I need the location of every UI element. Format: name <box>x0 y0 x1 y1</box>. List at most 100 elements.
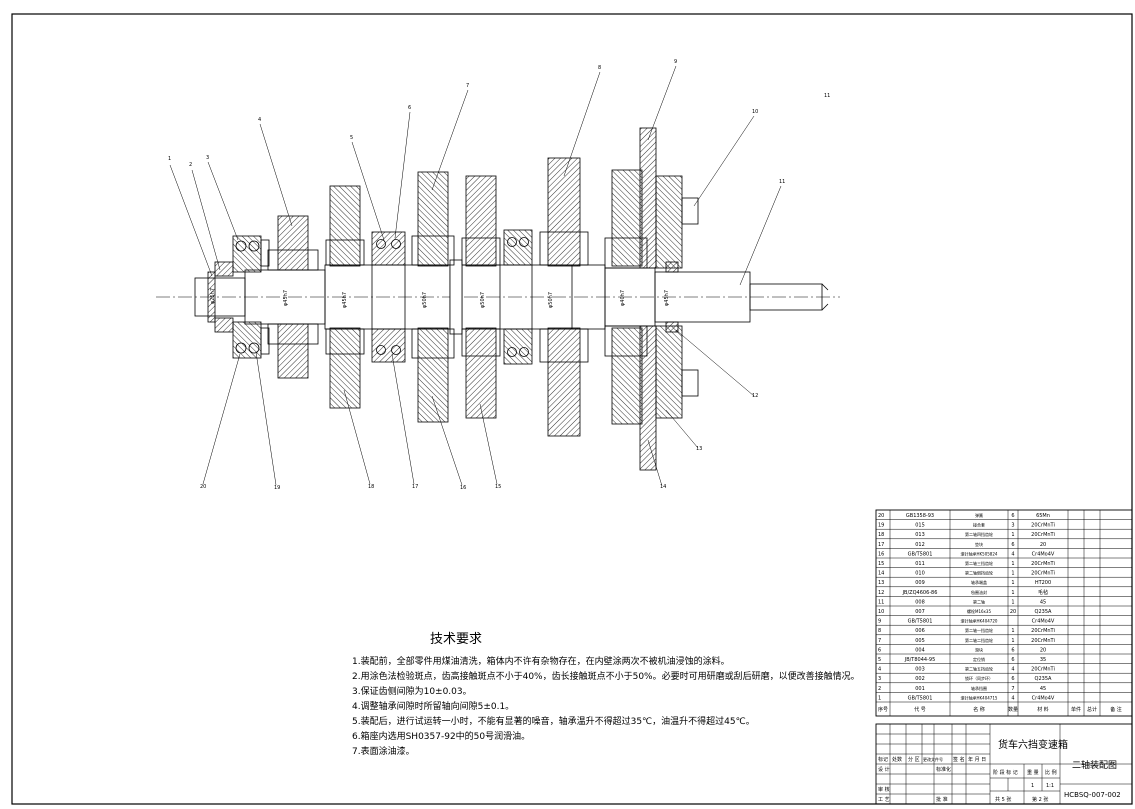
reviewer-label: 审 核 <box>878 786 890 793</box>
bom-cell-mat: 20CrMnTi <box>1031 628 1055 634</box>
weight-label: 重 量 <box>1027 769 1039 776</box>
callout-13: 13 <box>696 446 702 452</box>
bom-cell-qty: 1 <box>1011 628 1014 634</box>
bom-cell-code: GB1358-93 <box>906 513 934 519</box>
bom-cell-name: 第二轴三挡齿轮 <box>965 560 993 566</box>
bom-cell-mat: 20 <box>1040 542 1046 548</box>
tech-req-title: 技术要求 <box>430 632 483 647</box>
bom-cell-code: 010 <box>915 571 925 577</box>
bom-cell-code: 011 <box>915 561 925 567</box>
drawing-number: HCBSQ-007-002 <box>1064 791 1121 799</box>
callout-19: 19 <box>274 485 280 491</box>
rev-header-mark: 标记 <box>878 756 888 763</box>
bom-header-mat: 材 料 <box>1037 706 1049 713</box>
bom-cell-no: 11 <box>878 599 884 605</box>
bom-cell-code: 007 <box>915 609 925 615</box>
approver-label: 批 准 <box>936 796 948 803</box>
rev-header-count: 处数 <box>892 756 902 763</box>
bill-of-materials <box>875 509 1133 717</box>
bom-cell-name: 第二轴二挡齿轮 <box>965 637 993 643</box>
callout-leaders <box>169 65 782 487</box>
callout-15: 15 <box>495 484 501 490</box>
tech-req-item: 5.装配后，进行试运转一小时，不能有显著的噪音，轴承温升不得超过35℃，油温升不… <box>352 717 755 727</box>
bom-cell-qty: 20 <box>1010 609 1016 615</box>
bom-cell-qty: 4 <box>1011 695 1014 701</box>
scale-label: 比 例 <box>1045 769 1057 776</box>
bom-cell-mat: 45 <box>1040 686 1046 692</box>
bom-cell-qty: 6 <box>1011 676 1014 682</box>
bom-header-total_wt: 总计 <box>1087 706 1097 713</box>
bom-cell-code: 001 <box>915 686 925 692</box>
callout-5: 5 <box>350 135 353 141</box>
callout-16: 16 <box>460 485 466 491</box>
bom-cell-code: 009 <box>915 580 925 586</box>
bom-cell-no: 9 <box>878 619 881 625</box>
bom-cell-mat: 20CrMnTi <box>1031 523 1055 529</box>
callout-4: 4 <box>258 117 261 123</box>
title-block-text: 货车六挡变速箱 二轴装配图 HCBSQ-007-002 标记 处数 分 区 更改… <box>878 738 1121 803</box>
sheet-number: 第 2 张 <box>1032 796 1048 803</box>
bom-cell-code: 012 <box>915 542 925 548</box>
callout-2: 2 <box>189 162 192 168</box>
scale-value: 1:1 <box>1046 783 1054 789</box>
bom-cell-mat: 20CrMnTi <box>1031 561 1055 567</box>
dim-label: φ40h7 <box>620 290 626 306</box>
bom-cell-qty: 1 <box>1011 561 1014 567</box>
bom-cell-no: 13 <box>878 580 884 586</box>
bom-cell-code: GB/T5801 <box>908 619 933 625</box>
bom-cell-qty: 3 <box>1011 523 1014 529</box>
bom-cell-mat: 20 <box>1040 647 1046 653</box>
bom-cell-qty: 4 <box>1011 551 1014 557</box>
designer-label: 设 计 <box>878 766 890 773</box>
bom-cell-no: 20 <box>878 513 884 519</box>
bom-cell-mat: 20CrMnTi <box>1031 667 1055 673</box>
bom-cell-code: 008 <box>915 599 925 605</box>
dim-label: φ50h7 <box>548 292 554 308</box>
bom-cell-mat: HT200 <box>1035 580 1051 586</box>
bom-cell-qty: 4 <box>1011 667 1014 673</box>
callout-7: 7 <box>466 83 469 89</box>
bom-cell-mat: 65Mn <box>1036 513 1050 519</box>
bom-header-no: 序号 <box>878 706 888 713</box>
bom-cell-no: 2 <box>878 686 881 692</box>
bom-cell-name: 轴承端盖 <box>971 579 987 585</box>
bom-cell-qty: 1 <box>1011 590 1014 596</box>
bom-cell-name: 滚针轴承HK505824 <box>961 550 998 556</box>
bom-cell-name: 滚针轴承HK404715 <box>961 694 998 700</box>
bom-cell-no: 19 <box>878 523 884 529</box>
bom-cell-name: 第二轴四挡齿轮 <box>965 531 993 537</box>
bom-cell-no: 17 <box>878 542 884 548</box>
bom-cell-code: 002 <box>915 676 925 682</box>
shaft-assembly <box>156 127 840 471</box>
bom-cell-qty: 1 <box>1011 580 1014 586</box>
tech-req-item: 6.箱座内选用SH0357-92中的50号润滑油。 <box>352 732 531 742</box>
bom-cell-code: JB/ZQ4606-86 <box>902 590 938 596</box>
bom-cell-name: 轴承挡圈 <box>971 685 987 691</box>
bom-cell-qty: 6 <box>1011 542 1014 548</box>
qty-value: 1 <box>1031 783 1034 789</box>
bom-header-remark: 备 注 <box>1110 706 1122 713</box>
bom-cell-no: 8 <box>878 628 881 634</box>
bom-cell-mat: Cr4Mo4V <box>1032 695 1055 701</box>
callout-3: 3 <box>206 155 209 161</box>
standardization-label: 标准化 <box>936 766 951 773</box>
bom-cell-no: 5 <box>878 657 881 663</box>
callout-10: 10 <box>752 109 758 115</box>
tech-req-item: 3.保证齿侧间隙为10±0.03。 <box>352 687 472 697</box>
process-label: 工 艺 <box>878 797 890 803</box>
bom-cell-mat: 45 <box>1040 599 1046 605</box>
bom-cell-code: JB/T8044-95 <box>904 657 936 663</box>
bom-cell-qty: 1 <box>1011 532 1014 538</box>
callout-9: 9 <box>674 59 677 65</box>
bom-cell-mat: 毛毡 <box>1038 589 1048 596</box>
bom-cell-mat: 20CrMnTi <box>1031 571 1055 577</box>
bom-cell-no: 12 <box>878 590 884 596</box>
bom-cell-code: 015 <box>915 523 925 529</box>
bom-cell-no: 4 <box>878 667 881 673</box>
bom-cell-no: 15 <box>878 561 884 567</box>
tech-req-item: 2.用涂色法检验斑点，齿高接触斑点不小于40%，齿长接触斑点不小于50%。必要时… <box>352 672 860 682</box>
callout-18: 18 <box>368 484 374 490</box>
bom-header-code: 代 号 <box>914 706 926 713</box>
bom-cell-code: 006 <box>915 628 925 634</box>
callout-20: 20 <box>200 484 206 490</box>
